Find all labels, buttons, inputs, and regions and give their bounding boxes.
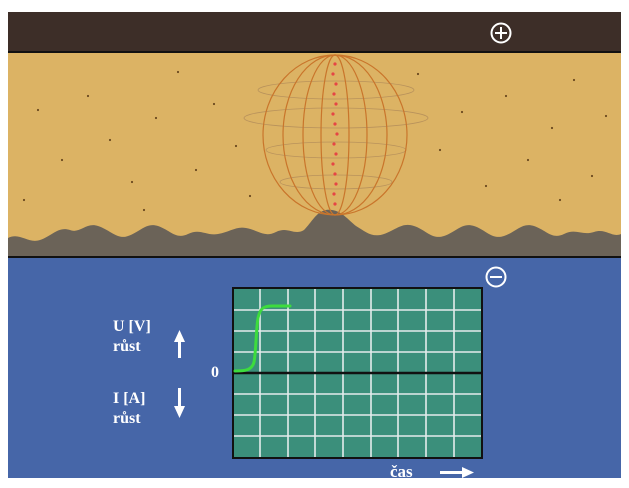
time-axis-label: čas — [390, 463, 413, 481]
voltage-label: U [V] — [113, 318, 151, 336]
zero-label: 0 — [211, 364, 219, 382]
voltage-growth-label: růst — [113, 338, 141, 356]
current-label: I [A] — [113, 390, 145, 408]
top-electrode — [8, 12, 621, 52]
current-growth-label: růst — [113, 410, 141, 428]
